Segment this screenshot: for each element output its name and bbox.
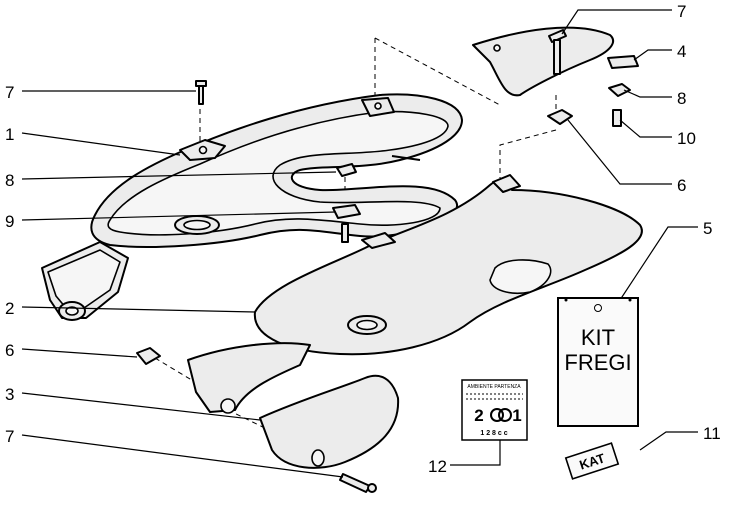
kit-fregi-box: KIT FREGI — [557, 297, 639, 427]
decal-big-right: 1 — [512, 406, 521, 425]
callout-12: 12 — [428, 457, 447, 476]
callout-1: 1 — [5, 125, 14, 144]
callout-8-left: 8 — [5, 171, 14, 190]
callout-numbers: 7 4 8 10 6 5 11 12 7 1 8 9 2 6 3 7 — [5, 2, 721, 476]
kat-tag: KAT — [564, 442, 620, 480]
callout-10: 10 — [677, 129, 696, 148]
decal-header: AMBIENTE PARTENZA — [467, 384, 521, 390]
part-1-frame — [90, 93, 463, 248]
hardware-items — [136, 29, 639, 493]
callout-7-left-bottom: 7 — [5, 427, 14, 446]
lower-bracket — [187, 342, 311, 414]
kit-line-1: KIT — [581, 325, 615, 350]
callout-2: 2 — [5, 299, 14, 318]
top-right-plate — [472, 26, 615, 97]
decal-label: AMBIENTE PARTENZA 2 1 1 2 8 c c — [461, 379, 528, 441]
callout-7-top-right: 7 — [677, 2, 686, 21]
callout-4: 4 — [677, 42, 686, 61]
part-2-side-panel — [253, 174, 643, 356]
decal-bottom-row: 1 2 8 c c — [480, 430, 507, 437]
decal-big-left: 2 — [474, 406, 483, 425]
leader-lines — [21, 9, 698, 478]
part-3-lower-cover — [259, 374, 400, 469]
callout-3: 3 — [5, 385, 14, 404]
callout-9: 9 — [5, 212, 14, 231]
callout-6-right: 6 — [677, 176, 686, 195]
rear-support-bracket — [41, 241, 129, 321]
kit-line-2: FREGI — [564, 350, 631, 375]
callout-11: 11 — [703, 424, 721, 443]
callout-7-left-top: 7 — [5, 83, 14, 102]
callout-5: 5 — [703, 219, 712, 238]
callout-8-right: 8 — [677, 89, 686, 108]
callout-6-left: 6 — [5, 341, 14, 360]
